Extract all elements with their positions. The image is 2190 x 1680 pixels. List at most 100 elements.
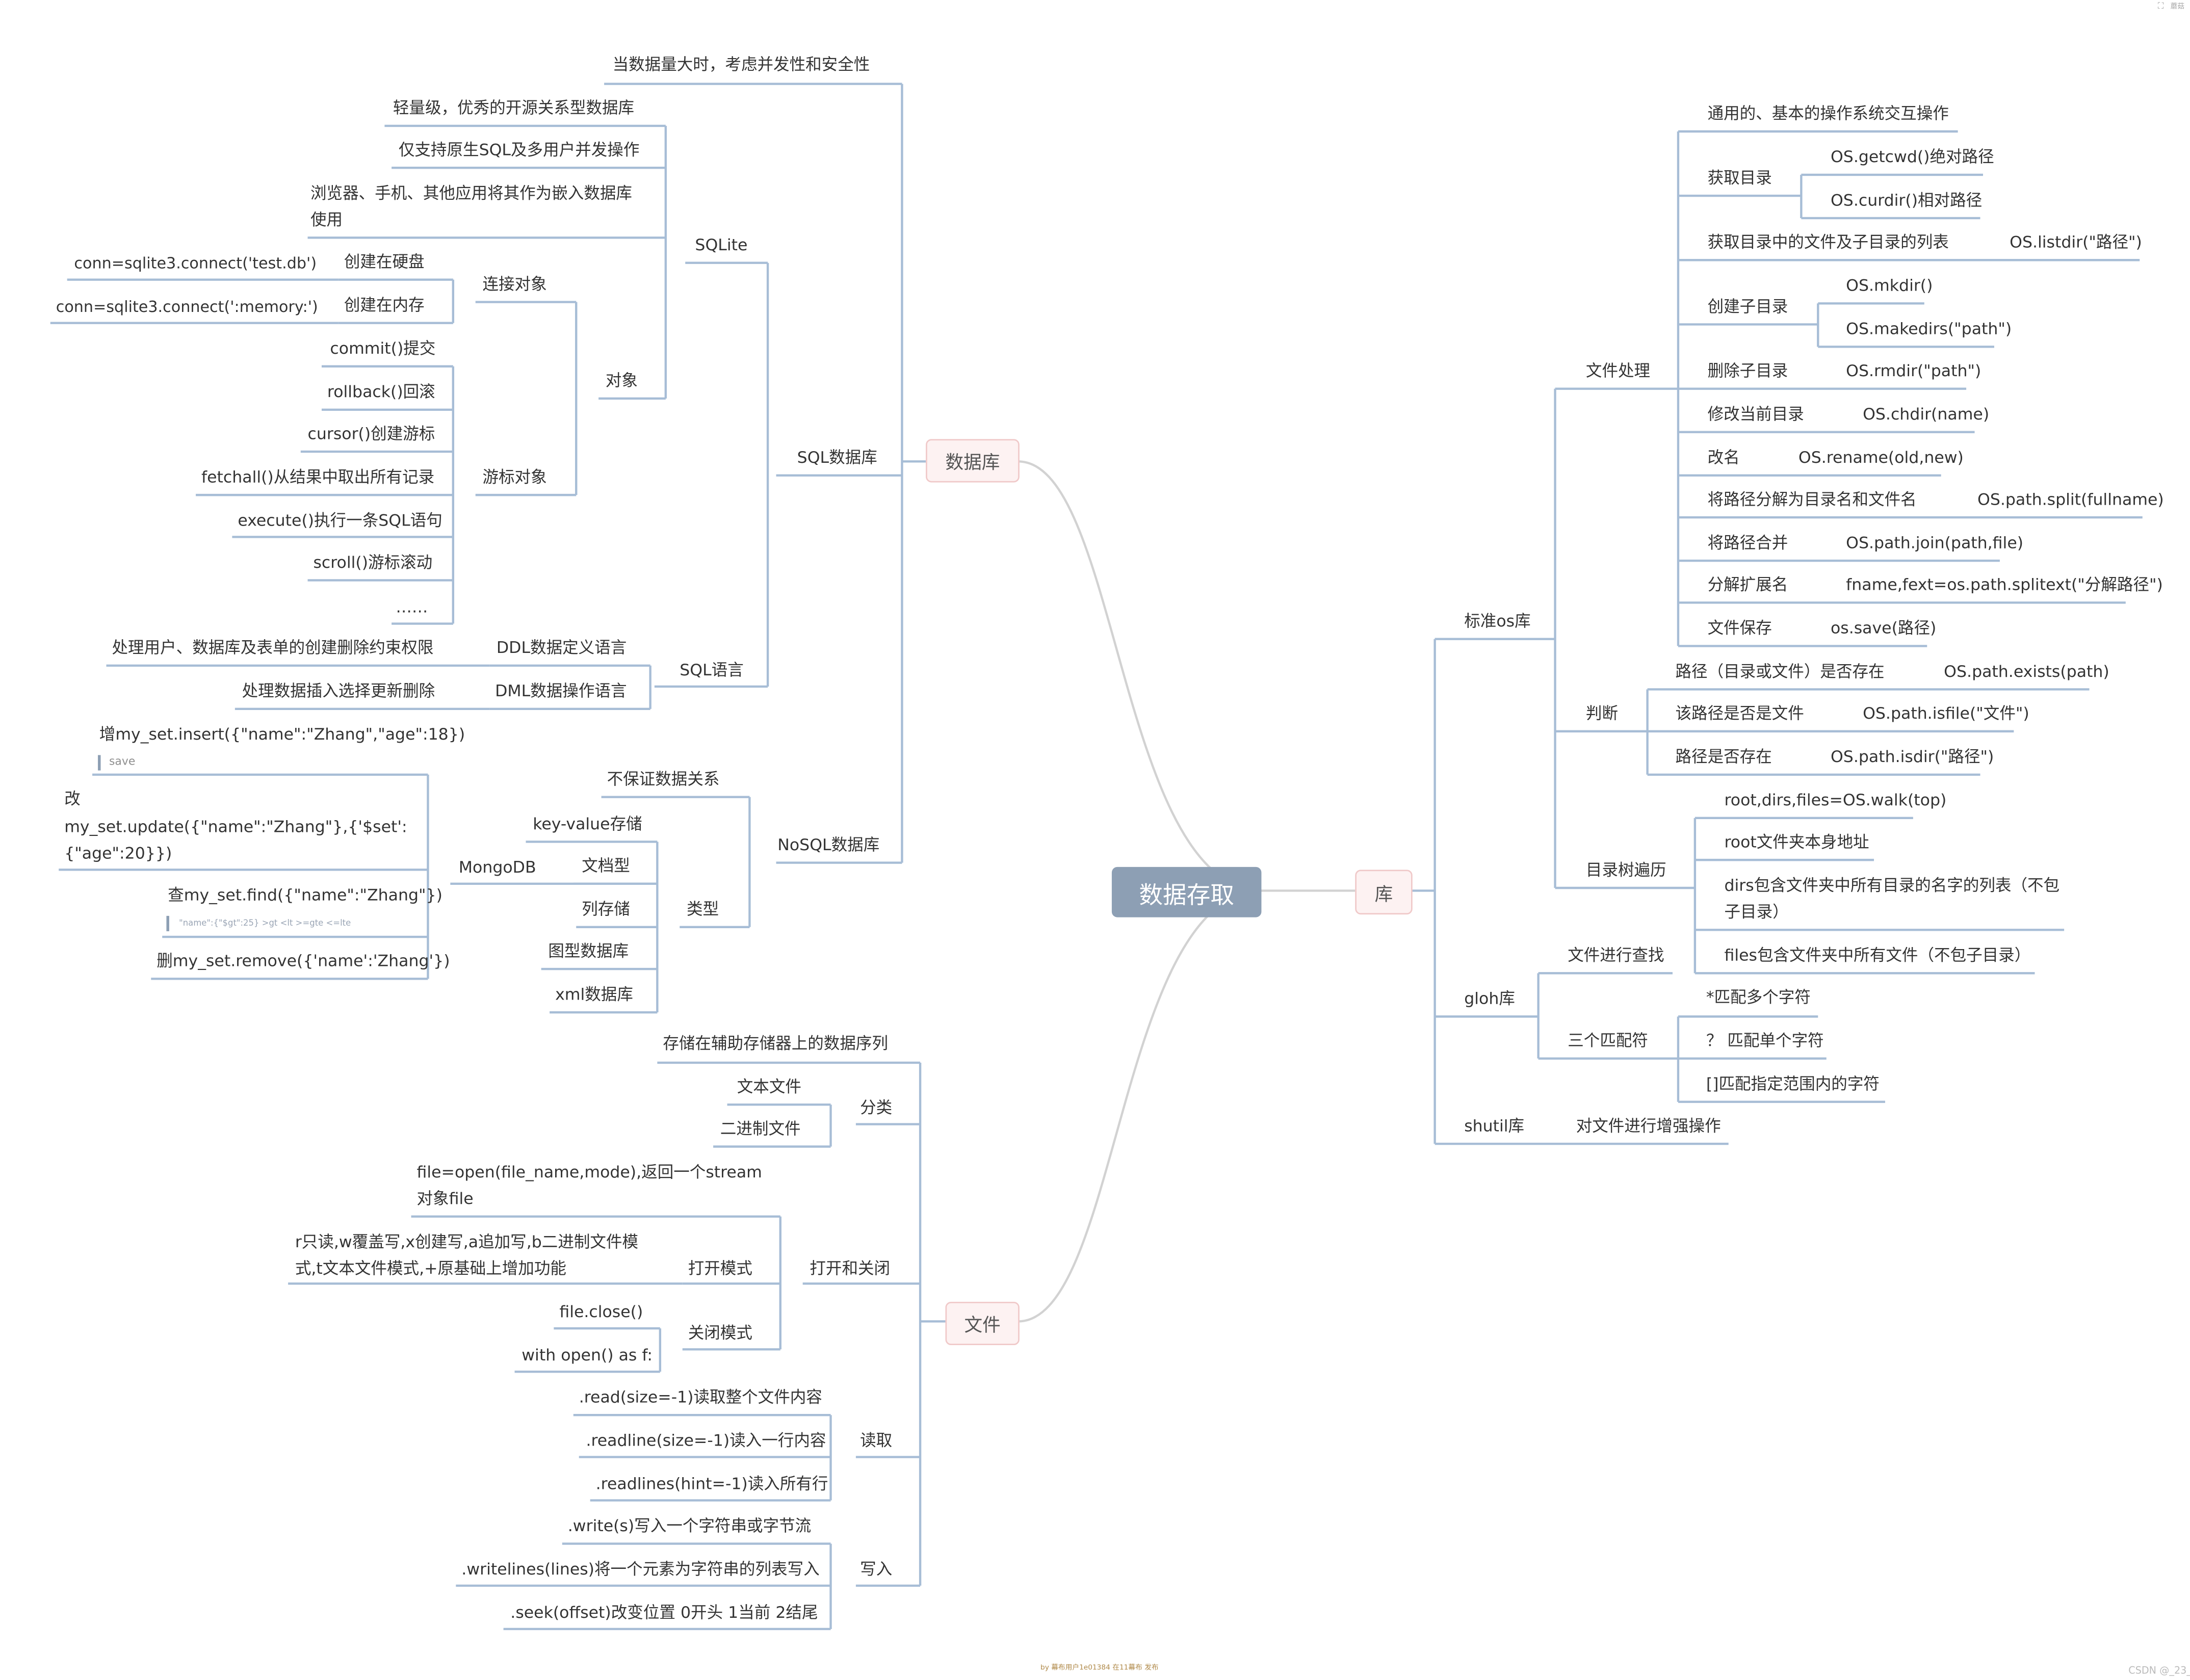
footer-credit: by 幕布用户1e01384 在11幕布 发布 [1040,1664,1159,1672]
rmdir-code: OS.rmdir("path") [1846,360,1982,381]
rmdir-label[interactable]: 删除子目录 [1707,360,1788,381]
walk-item-2: root文件夹本身地址 [1724,832,1869,852]
node-open-mode[interactable]: 打开模式 [688,1258,752,1278]
cursor-item-fetchall: fetchall()从结果中取出所有记录 [201,467,435,487]
type-graph: 图型数据库 [548,941,629,961]
root-label: 数据存取 [1139,881,1234,910]
node-read[interactable]: 读取 [860,1430,893,1450]
mkdir-a: OS.mkdir() [1846,275,1933,295]
node-os-lib[interactable]: 标准os库 [1464,611,1531,631]
node-open-close[interactable]: 打开和关闭 [810,1258,891,1278]
read-item-2: .readline(size=-1)读入一行内容 [586,1430,826,1450]
ddl-desc: 处理用户、数据库及表单的创建删除约束权限 [112,637,434,658]
corner-icon[interactable]: ⛶ [2157,1,2164,11]
listdir-label[interactable]: 获取目录中的文件及子目录的列表 [1707,232,1949,252]
file-intro: 存储在辅助存储器上的数据序列 [663,1033,888,1053]
type-xml: xml数据库 [555,984,633,1004]
getdir-label[interactable]: 获取目录 [1707,168,1772,188]
getdir-abs: OS.getcwd()绝对路径 [1830,147,1994,167]
shutil-desc: 对文件进行增强操作 [1576,1116,1721,1136]
conn-memory-code: conn=sqlite3.connect(':memory:') [56,298,318,316]
node-connection[interactable]: 连接对象 [482,274,547,294]
node-category[interactable]: 分类 [860,1097,893,1117]
node-wildcards[interactable]: 三个匹配符 [1568,1030,1648,1051]
node-close-mode[interactable]: 关闭模式 [688,1323,752,1343]
node-objects[interactable]: 对象 [605,370,638,390]
rename-code: OS.rename(old,new) [1798,447,1964,467]
walk-item-1: root,dirs,files=OS.walk(top) [1724,790,1947,810]
mongo-insert: 增my_set.insert({"name":"Zhang","age":18}… [99,724,465,744]
getdir-rel: OS.curdir()相对路径 [1830,190,1983,210]
node-walk[interactable]: 目录树遍历 [1585,860,1666,880]
branch-database-label: 数据库 [945,453,1000,474]
root-node[interactable]: 数据存取 [1111,867,1262,917]
sqlite-point-1: 轻量级，优秀的开源关系型数据库 [393,98,635,118]
isdir-code: OS.path.isdir("路径") [1830,746,1994,767]
category-binary-file: 二进制文件 [720,1118,801,1139]
mongo-remove: 删my_set.remove({'name':'Zhang'}) [157,951,450,970]
chdir-code: OS.chdir(name) [1863,404,1990,424]
node-nosql[interactable]: NoSQL数据库 [777,834,880,855]
dml-desc: 处理数据插入选择更新删除 [242,680,435,701]
open-func: file=open(file_name,mode),返回一个stream对象fi… [416,1162,762,1209]
mongo-find-note: "name":{"$gt":25} >gt <lt >=gte <=lte [179,918,351,929]
join-code: OS.path.join(path,file) [1846,533,2024,553]
category-text-file: 文本文件 [737,1077,801,1096]
ext-label[interactable]: 分解扩展名 [1707,574,1788,594]
wildcard-1: *匹配多个字符 [1706,987,1811,1007]
find-note-bar [166,915,169,932]
branch-library[interactable]: 库 [1355,870,1413,915]
chdir-label[interactable]: 修改当前目录 [1707,404,1804,424]
conn-memory: 创建在内存 [344,295,425,315]
write-item-2: .writelines(lines)将一个元素为字符串的列表写入 [461,1559,820,1579]
exists-code: OS.path.exists(path) [1944,661,2109,681]
open-mode-desc: r只读,w覆盖写,x创建写,a追加写,b二进制文件模式,t文本文件模式,+原基础… [295,1231,639,1278]
branch-file[interactable]: 文件 [945,1302,1020,1346]
wildcard-3: []匹配指定范围内的字符 [1706,1073,1880,1094]
isfile-label[interactable]: 该路径是否是文件 [1675,703,1804,723]
type-key-value: key-value存储 [533,813,642,834]
node-mongodb[interactable]: MongoDB [458,857,536,877]
save-code: os.save(路径) [1830,618,1937,638]
mongo-update: my_set.update({"name":"Zhang"},{'$set':{… [64,817,407,863]
node-glob[interactable]: gloh库 [1464,988,1515,1008]
exists-label[interactable]: 路径（目录或文件）是否存在 [1675,661,1885,681]
save-label[interactable]: 文件保存 [1707,618,1772,638]
cursor-item-execute: execute()执行一条SQL语句 [238,510,442,530]
node-write[interactable]: 写入 [860,1559,893,1579]
mongo-insert-note: save [109,755,136,768]
rename-label[interactable]: 改名 [1707,447,1740,467]
isfile-code: OS.path.isfile("文件") [1863,703,2029,723]
node-shutil[interactable]: shutil库 [1464,1116,1525,1136]
node-judge[interactable]: 判断 [1585,703,1618,723]
conn-disk: 创建在硬盘 [344,251,425,272]
mkdir-label[interactable]: 创建子目录 [1707,296,1788,316]
node-file-processing[interactable]: 文件处理 [1585,360,1651,381]
type-document: 文档型 [582,855,630,876]
walk-item-3: dirs包含文件夹中所有目录的名字的列表（不包子目录） [1724,875,2060,922]
nosql-no-relation: 不保证数据关系 [607,769,720,789]
node-sql-db[interactable]: SQL数据库 [797,447,877,467]
mongo-find: 查my_set.find({"name":"Zhang"}) [168,885,442,905]
footer-watermark: CSDN @_23_ [2128,1665,2190,1677]
close-item-1: file.close() [559,1302,643,1322]
node-types[interactable]: 类型 [686,899,719,919]
node-sql-language[interactable]: SQL语言 [680,660,744,680]
ddl-label: DDL数据定义语言 [496,637,627,658]
mongo-update-title: 改 [64,789,81,808]
split-label[interactable]: 将路径分解为目录名和文件名 [1707,489,1917,509]
node-sqlite[interactable]: SQLite [695,234,748,255]
walk-item-4: files包含文件夹中所有文件（不包子目录） [1724,945,2031,965]
cursor-item-rollback: rollback()回滚 [327,381,435,402]
isdir-label[interactable]: 路径是否存在 [1675,746,1772,767]
sqlite-point-3: 浏览器、手机、其他应用将其作为嵌入数据库使用 [310,183,632,229]
branch-file-label: 文件 [964,1316,1001,1337]
conn-disk-code: conn=sqlite3.connect('test.db') [74,254,317,273]
branch-database[interactable]: 数据库 [926,439,1020,483]
type-column: 列存储 [582,899,630,919]
cursor-item-scroll: scroll()游标滚动 [313,552,433,572]
join-label[interactable]: 将路径合并 [1707,533,1788,553]
glob-search: 文件进行查找 [1568,945,1664,965]
cursor-item-more: …… [396,597,428,617]
node-cursor-object[interactable]: 游标对象 [482,467,547,487]
